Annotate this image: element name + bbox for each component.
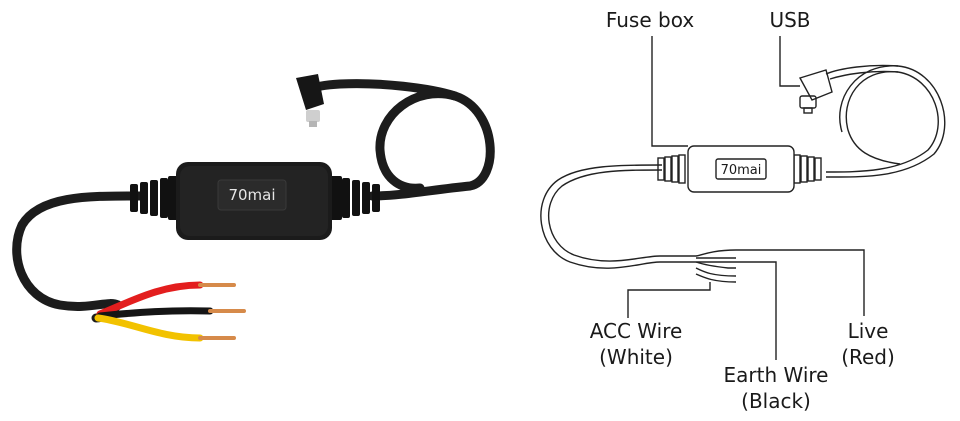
strain-relief-right [330, 176, 380, 220]
photo-cable-right [367, 89, 495, 201]
leader-lines [627, 36, 865, 360]
label-live-color: (Red) [841, 345, 895, 369]
photo-brand-logo: 70mai [228, 186, 275, 204]
photo-wire-yellow [94, 314, 204, 342]
label-usb: USB [769, 8, 810, 32]
line-diagram [540, 36, 946, 360]
photo-cable-left [12, 191, 145, 311]
diagram-brand-logo: 70mai [721, 163, 762, 178]
photo-wire-red [96, 281, 204, 318]
label-fuse-box: Fuse box [606, 8, 694, 32]
micro-usb-connector [296, 74, 324, 127]
diagram-strain-relief-right [793, 154, 822, 184]
label-earth-wire: Earth Wire [724, 363, 829, 387]
label-acc-color: (White) [599, 345, 673, 369]
photo-wire-tips [198, 283, 246, 340]
label-earth-color: (Black) [741, 389, 811, 413]
diagram-strain-relief-left [657, 154, 686, 184]
strain-relief-left [130, 176, 180, 220]
label-live-wire: Live [848, 319, 889, 343]
label-acc-wire: ACC Wire [590, 319, 683, 343]
photo-cable-usb [303, 79, 460, 101]
product-photo: 70mai [12, 74, 495, 342]
photo-wire-black [96, 307, 214, 320]
diagram-wires [695, 249, 737, 283]
